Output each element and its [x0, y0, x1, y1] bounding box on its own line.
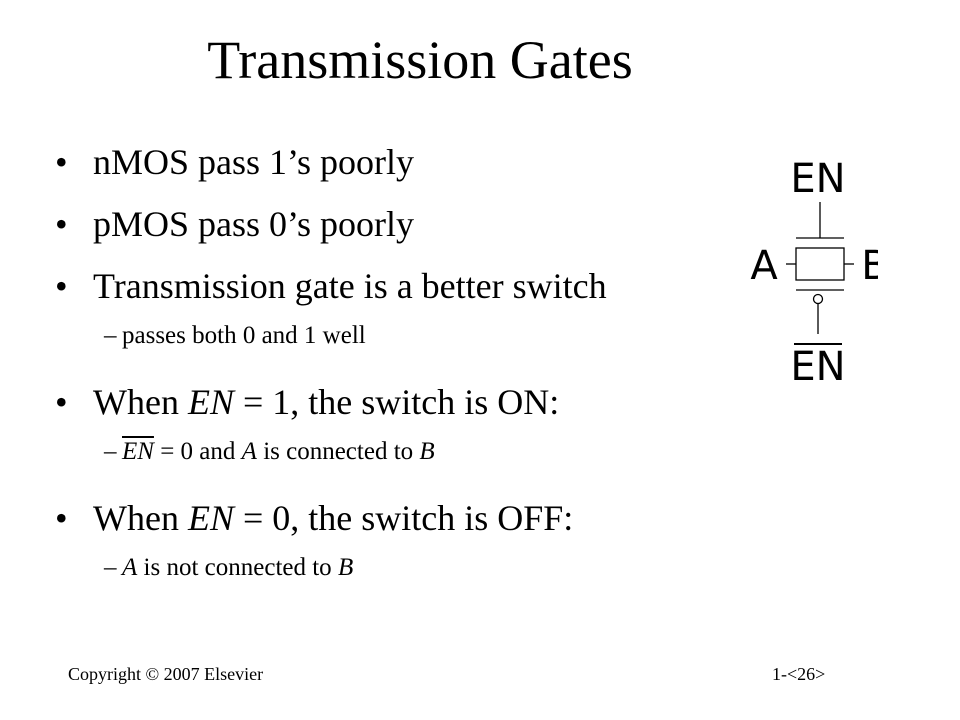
subbullet-en-bar-0: –EN = 0 and A is connected to B	[55, 436, 735, 468]
var-b: B	[337, 554, 354, 581]
subbullet-not-connected: –A is not connected to B	[55, 552, 735, 584]
bullet-pmos: pMOS pass 0’s poorly	[55, 202, 735, 246]
dash: –	[104, 322, 117, 349]
subbullet-text: passes both 0 and 1 well	[122, 322, 366, 349]
diagram-label-a: A	[750, 243, 778, 289]
text: = 0 and	[153, 438, 242, 465]
text: is connected to	[256, 438, 420, 465]
inversion-bubble	[812, 293, 824, 305]
dash: –	[104, 554, 117, 581]
footer-copyright: Copyright © 2007 Elsevier	[68, 664, 264, 684]
var-a: A	[122, 554, 138, 581]
bullet-en-0: When EN = 0, the switch is OFF:	[55, 496, 735, 540]
subbullet-passes-both: –passes both 0 and 1 well	[55, 320, 735, 352]
bullet-list: nMOS pass 1’s poorly pMOS pass 0’s poorl…	[55, 140, 735, 612]
channel-box	[795, 247, 845, 281]
diagram-label-en-bottom: EN	[790, 344, 845, 388]
bullet-transmission-gate: Transmission gate is a better switch	[55, 264, 735, 308]
var-en: EN	[187, 382, 234, 422]
var-a: A	[241, 438, 257, 465]
slide-number: 1-<26>	[772, 664, 826, 684]
text: = 1, the switch is ON:	[233, 382, 560, 422]
text: = 0, the switch is OFF:	[233, 498, 574, 538]
bullet-nmos: nMOS pass 1’s poorly	[55, 140, 735, 184]
var-b: B	[419, 438, 435, 465]
slide-title: Transmission Gates	[207, 30, 633, 90]
bullet-en-1: When EN = 1, the switch is ON:	[55, 380, 735, 424]
dash: –	[104, 438, 117, 465]
text: is not connected to	[137, 554, 338, 581]
text: When	[93, 498, 188, 538]
diagram-label-en-top: EN	[790, 156, 845, 202]
transmission-gate-diagram: EN A B EN	[750, 156, 878, 388]
text: When	[93, 382, 188, 422]
var-en-bar: EN	[122, 438, 154, 465]
diagram-label-b: B	[861, 243, 878, 289]
var-en: EN	[187, 498, 234, 538]
